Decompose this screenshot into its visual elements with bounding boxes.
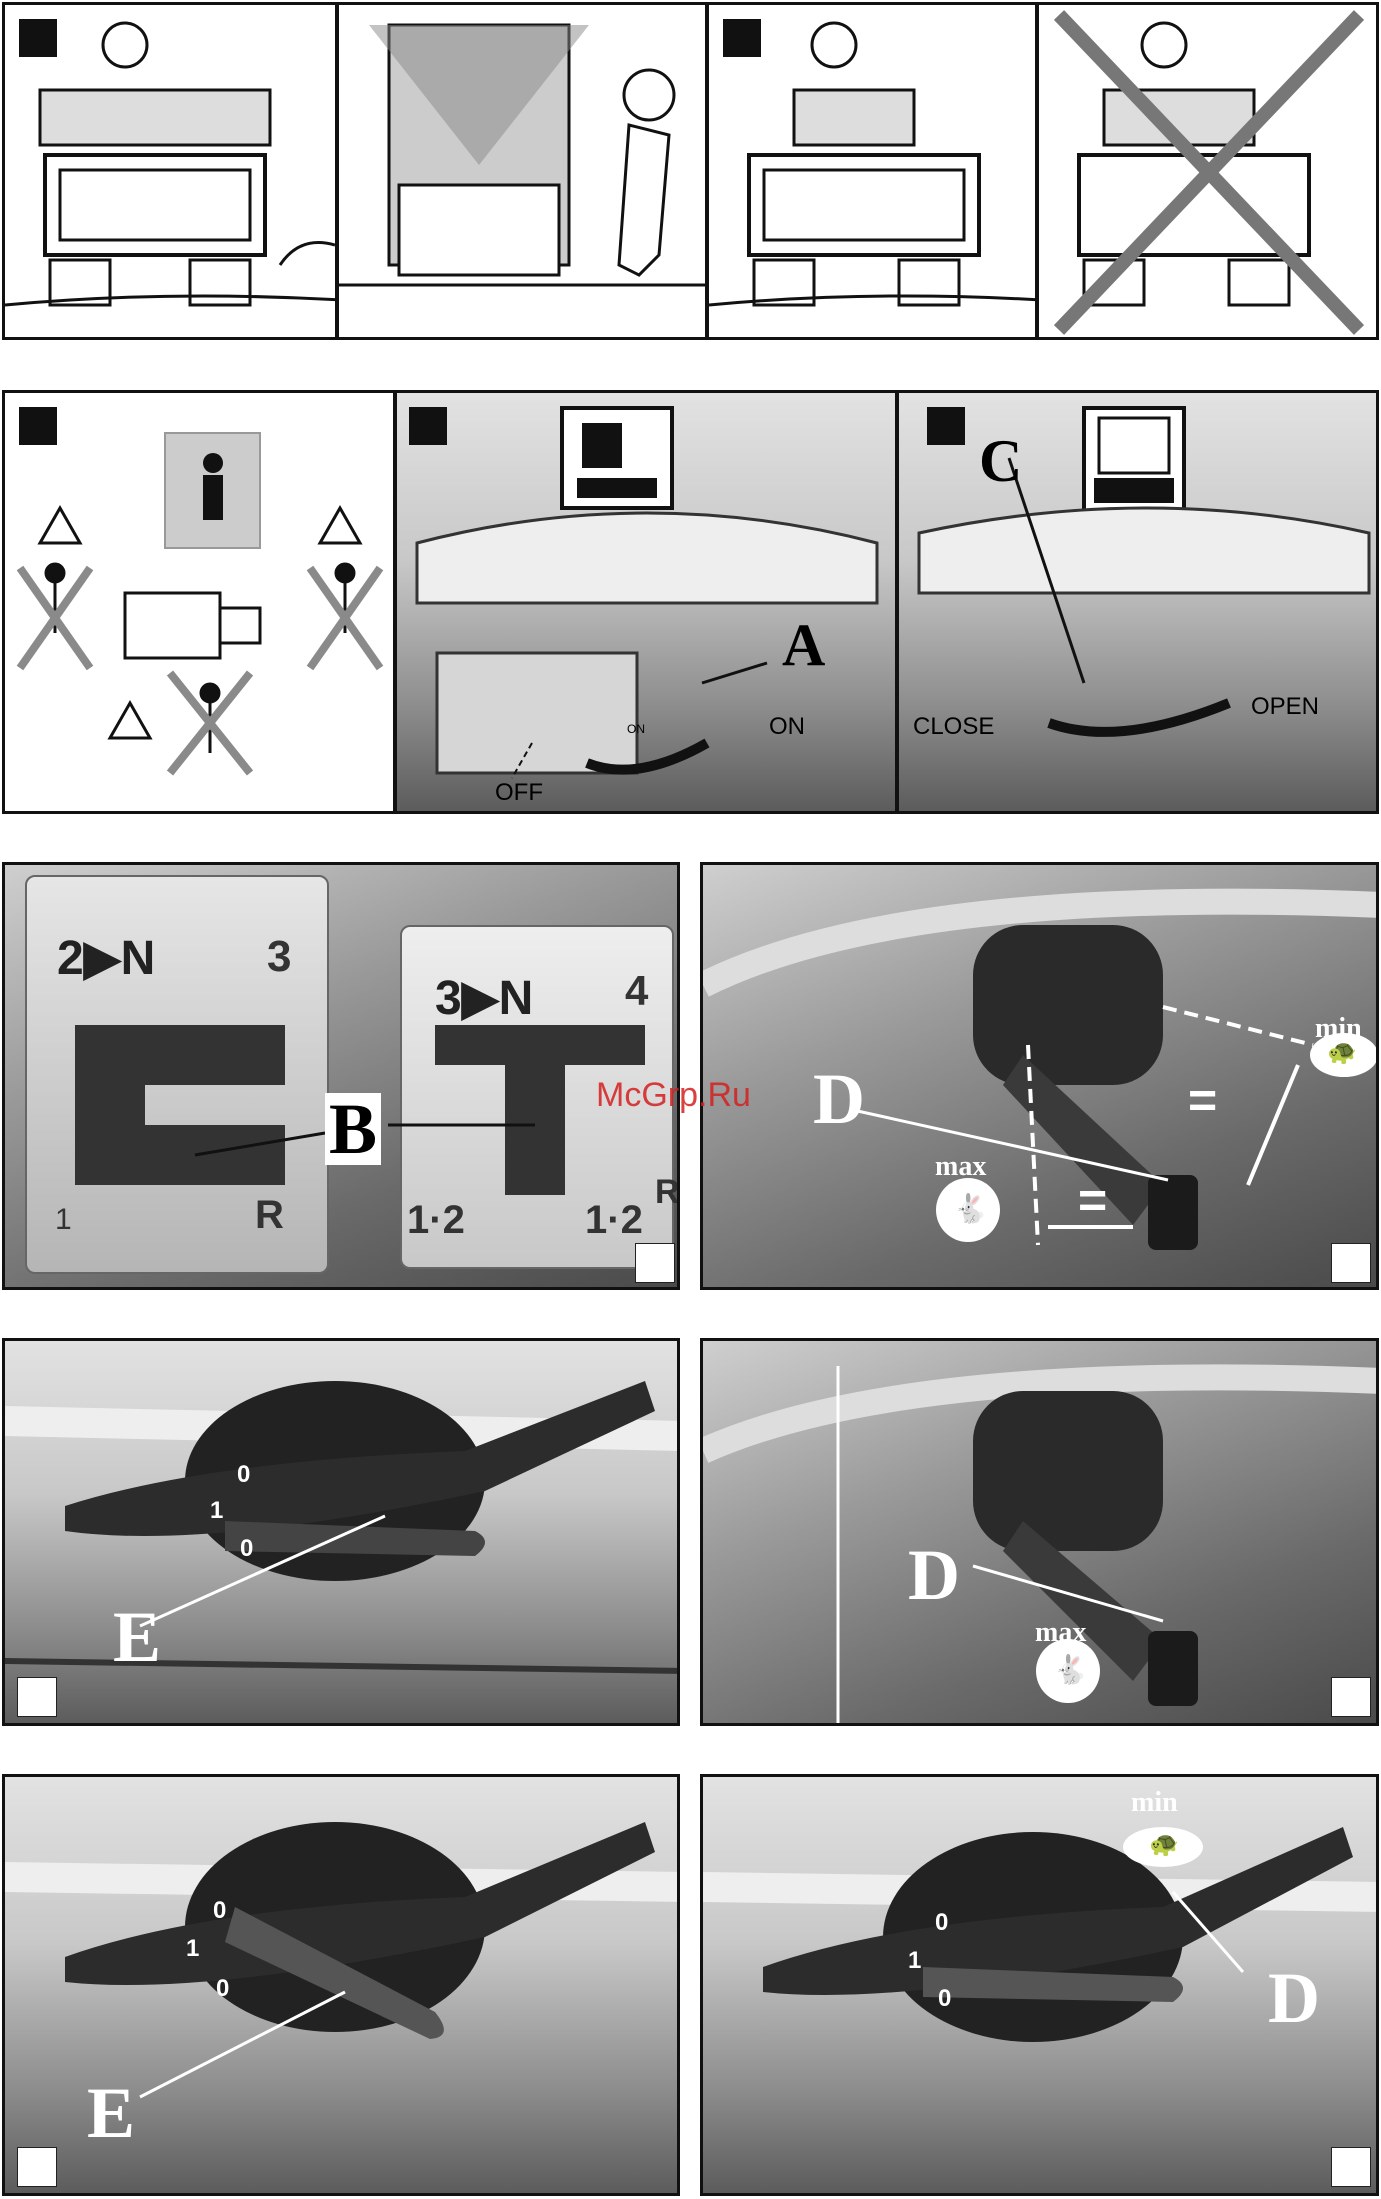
label-equal-2: =	[1188, 1075, 1217, 1125]
throttle-max-drawing	[703, 1341, 1379, 1726]
label-letter-a: A	[782, 615, 825, 675]
figure-number-box	[1331, 1243, 1371, 1283]
label-letter-b: B	[325, 1093, 381, 1165]
gear-right-12a: 1·2	[407, 1200, 465, 1240]
gear-right-label: 3▶N	[435, 975, 533, 1023]
photo-choke-lever: C CLOSE OPEN	[896, 390, 1379, 814]
photo-clutch-lever: 0 1 0 E	[2, 1338, 680, 1726]
illustration-operator-cart-wrong	[1036, 2, 1379, 340]
figure-number-box	[17, 2147, 57, 2187]
illustration-operator-cart-ok	[706, 2, 1038, 340]
operator-cart-drawing	[5, 5, 338, 340]
label-letter-d: D	[908, 1539, 960, 1611]
fuel-valve-drawing	[397, 393, 898, 814]
watermark: McGrp.Ru	[596, 1076, 751, 1115]
clutch-lever-drawing	[5, 1341, 680, 1726]
label-knob-on: ON	[627, 723, 645, 735]
gear-slots-drawing	[5, 865, 680, 1290]
turtle-icon: 🐢	[1149, 1833, 1179, 1857]
photo-gear-shift-plates: 2▶N 3 1 R 3▶N 4 1·2 1·2 R B	[2, 862, 680, 1290]
figure-number-box	[1331, 1677, 1371, 1717]
figure-number-box	[635, 1243, 675, 1283]
label-off: OFF	[495, 781, 543, 805]
lever-position-top: 0	[213, 1899, 226, 1923]
gear-right-four: 4	[625, 970, 648, 1012]
safety-zone-drawing	[5, 393, 396, 814]
photo-throttle-lever: D max min 🐇 🐢 = =	[700, 862, 1379, 1290]
label-min: min	[1131, 1789, 1178, 1817]
label-letter-e: E	[87, 2077, 135, 2149]
person-pushing-drawing	[339, 5, 708, 340]
lever-position-bot: 0	[240, 1537, 253, 1561]
figure-number-box	[17, 1677, 57, 1717]
lever-position-top: 0	[935, 1911, 948, 1935]
photo-clutch-lever-engaged: 0 1 0 E	[2, 1774, 680, 2196]
gear-left-one: 1	[55, 1205, 72, 1235]
lever-position-bot: 0	[216, 1977, 229, 2001]
label-on: ON	[769, 715, 805, 739]
lever-position-mid: 1	[186, 1937, 199, 1961]
lever-position-mid: 1	[210, 1499, 223, 1523]
label-letter-d: D	[1268, 1962, 1320, 2034]
photo-throttle-min: min 🐢 0 1 0 D	[700, 1774, 1379, 2196]
label-letter-d: D	[813, 1063, 865, 1135]
operator-cart-wrong-drawing	[1039, 5, 1379, 340]
figure-number-box	[1331, 2147, 1371, 2187]
label-max: max	[935, 1153, 986, 1181]
label-equal-1: =	[1078, 1175, 1107, 1225]
photo-fuel-valve: A ON OFF ON	[394, 390, 898, 814]
label-max: max	[1035, 1619, 1086, 1647]
throttle-lever-drawing	[703, 865, 1379, 1290]
gear-left-three: 3	[267, 935, 291, 979]
photo-throttle-max: D max 🐇	[700, 1338, 1379, 1726]
label-close: CLOSE	[913, 715, 994, 739]
illustration-safety-zone	[2, 390, 396, 814]
lever-position-mid: 1	[908, 1949, 921, 1973]
operator-cart-ok-drawing	[709, 5, 1038, 340]
lever-position-bot: 0	[938, 1987, 951, 2011]
choke-lever-drawing	[899, 393, 1379, 814]
turtle-icon: 🐢	[1327, 1041, 1357, 1065]
rabbit-icon: 🐇	[953, 1195, 988, 1223]
gear-left-r: R	[255, 1195, 284, 1235]
gear-right-12b: 1·2	[585, 1200, 643, 1240]
illustration-person-pushing	[336, 2, 708, 340]
lever-position-top: 0	[237, 1463, 250, 1487]
illustration-operator-cart	[2, 2, 338, 340]
rabbit-icon: 🐇	[1053, 1656, 1088, 1684]
gear-left-label: 2▶N	[57, 935, 155, 983]
label-open: OPEN	[1251, 695, 1319, 719]
label-letter-c: C	[979, 431, 1022, 491]
label-letter-e: E	[113, 1601, 161, 1673]
gear-right-r: R	[655, 1175, 680, 1209]
